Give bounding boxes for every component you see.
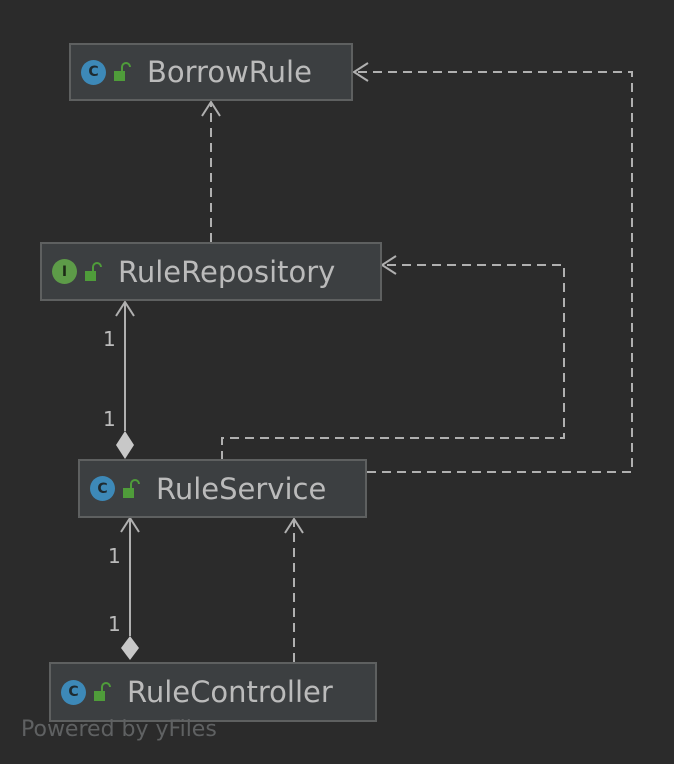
node-label: RuleController — [127, 675, 333, 709]
multiplicity-label: 1 — [103, 327, 116, 351]
arrowhead-borrowrule-bottom — [201, 100, 221, 117]
node-rulecontroller[interactable]: C RuleController — [49, 662, 377, 722]
public-lock-icon — [85, 261, 102, 281]
composition-diamond-service — [116, 431, 134, 459]
arrowhead-repository-bottom — [115, 300, 135, 317]
arrowhead-borrowrule-right — [352, 62, 369, 82]
arrowhead-service-bottom-right — [284, 517, 304, 534]
public-lock-icon — [114, 62, 131, 81]
node-label: RuleService — [156, 471, 327, 506]
arrowhead-repository-right — [380, 255, 397, 275]
yfiles-watermark: Powered by yFiles — [21, 717, 217, 742]
node-ruleservice[interactable]: C RuleService — [78, 459, 367, 518]
edge-service-to-repository — [221, 264, 565, 460]
node-label: RuleRepository — [118, 254, 336, 289]
class-icon: C — [81, 59, 106, 85]
node-rulerepository[interactable]: I RuleRepository — [40, 242, 382, 301]
public-lock-icon — [123, 478, 140, 498]
interface-icon: I — [52, 259, 77, 284]
multiplicity-label: 1 — [108, 544, 121, 568]
arrowhead-service-bottom-left — [120, 516, 140, 533]
class-icon: C — [61, 679, 86, 705]
node-borrowrule[interactable]: C BorrowRule — [69, 43, 353, 101]
multiplicity-label: 1 — [103, 407, 116, 431]
node-label: BorrowRule — [147, 55, 312, 89]
composition-diamond-controller — [121, 636, 139, 660]
edge-service-to-borrowrule — [354, 71, 633, 473]
multiplicity-label: 1 — [108, 612, 121, 636]
class-icon: C — [90, 476, 115, 501]
public-lock-icon — [94, 682, 111, 701]
